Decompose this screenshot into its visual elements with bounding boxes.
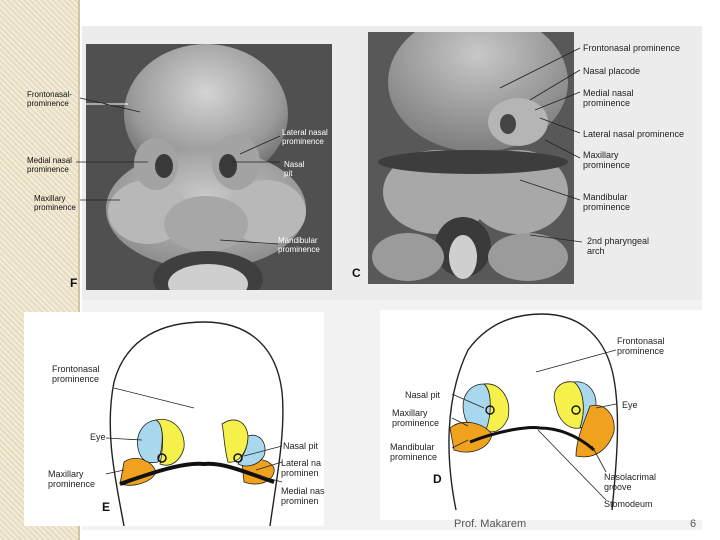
e-label-nasal-pit: Nasal pit	[283, 441, 319, 451]
stripe-edge	[78, 0, 80, 540]
panel-e-drawing	[105, 321, 284, 526]
c-label-nasal-placode: Nasal placode	[583, 66, 641, 76]
footer-page-number: 6	[690, 518, 697, 530]
footer-author: Prof. Makarem	[454, 518, 527, 530]
panel-c-letter: C	[352, 266, 361, 280]
panel-d-letter: D	[433, 472, 442, 486]
d-label-maxillary: Maxillary prominence	[392, 408, 440, 428]
c-label-mandibular: Mandibular prominence	[583, 192, 631, 212]
e-label-maxillary: Maxillary prominence	[48, 469, 96, 489]
e-label-frontonasal: Frontonasal prominence	[52, 364, 100, 384]
f-label-lateral-nasal: Lateral nasal prominence	[282, 128, 328, 146]
d-label-nasal-pit: Nasal pit	[405, 390, 441, 400]
d-label-stomodeum: Stomodeum	[604, 499, 653, 509]
f-label-frontonasal: Frontonasal- prominence	[27, 90, 72, 108]
panel-e-letter: E	[102, 500, 111, 514]
panel-f-photo: Frontonasal- prominence F	[86, 44, 332, 290]
f-label-maxillary: Maxillary prominence	[34, 194, 76, 212]
panel-f-letter: F	[70, 276, 78, 290]
panel-c-image	[368, 32, 574, 284]
c-label-frontonasal: Frontonasal prominence	[583, 43, 681, 53]
d-label-eye: Eye	[622, 400, 638, 410]
panel-d-drawing	[448, 313, 619, 511]
d-label-frontonasal: Frontonasal prominence	[617, 336, 665, 356]
c-label-pharyngeal: 2nd pharyngeal arch	[587, 236, 650, 256]
d-label-nasolacrimal: Nasolacrimal groove	[604, 472, 657, 492]
f-label-medial-nasal: Medial nasal prominence	[27, 156, 72, 174]
panel-f-image	[86, 44, 332, 290]
f-label-nasal-pit: Nasal pit	[284, 160, 305, 178]
c-label-maxillary: Maxillary prominence	[583, 150, 631, 170]
f-label-mandibular: Mandibular prominence	[278, 236, 320, 254]
e-label-medial-nasal: Medial nas prominen	[281, 486, 325, 506]
c-label-lateral-nasal: Lateral nasal prominence	[583, 129, 685, 139]
panel-d	[380, 310, 710, 520]
e-label-lateral-nasal: Lateral na prominen	[281, 458, 322, 478]
d-label-mandibular: Mandibular prominence	[390, 442, 438, 462]
panel-e	[24, 312, 324, 526]
e-label-eye: Eye	[90, 432, 106, 442]
c-label-medial-nasal: Medial nasal prominence	[583, 88, 634, 108]
panel-c-photo	[368, 32, 574, 284]
